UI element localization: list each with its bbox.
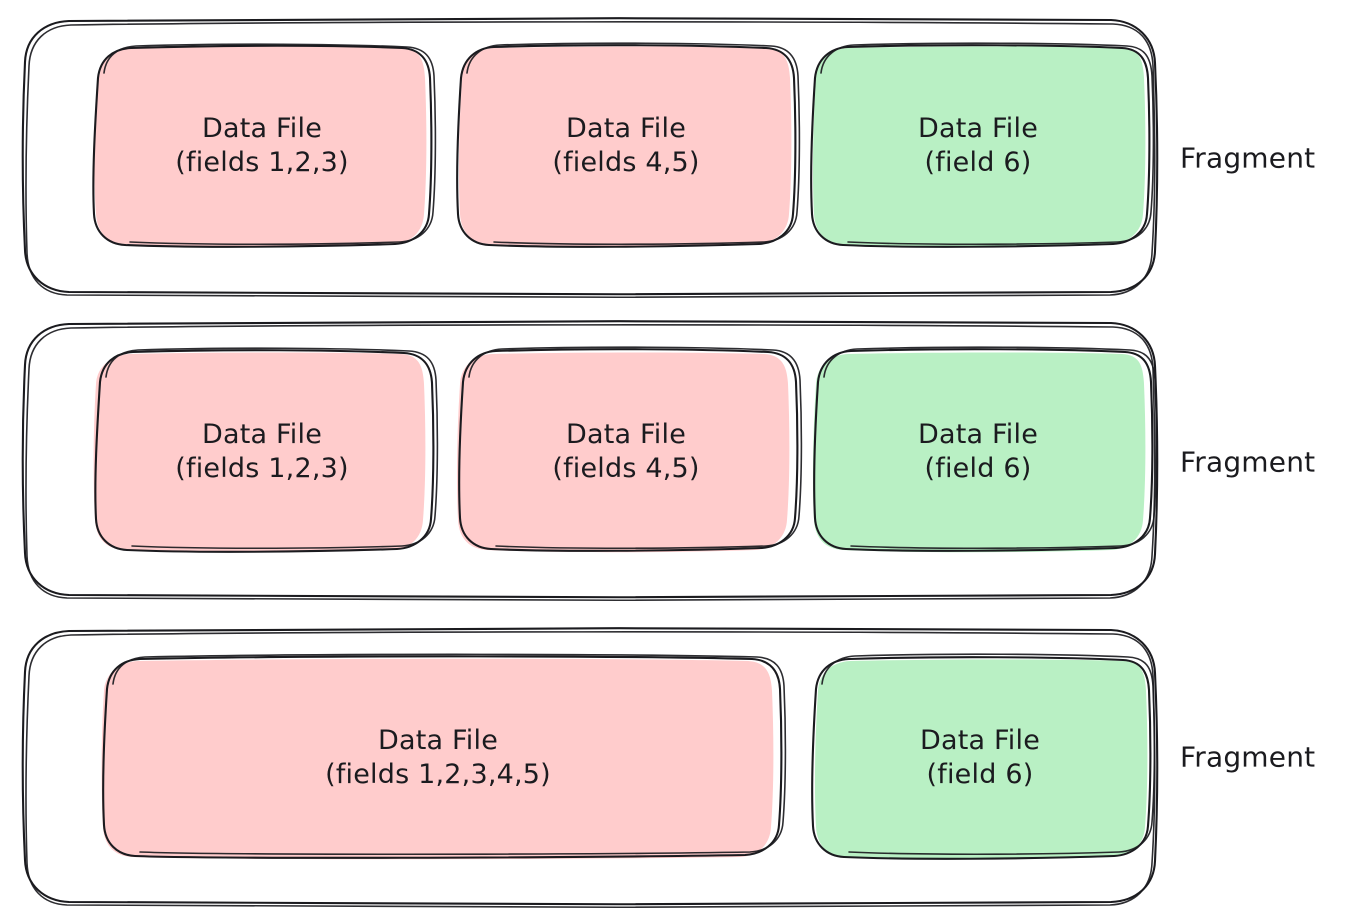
fragment-container-1[interactable]	[21, 17, 1159, 299]
data-file-box-1-2[interactable]	[456, 42, 801, 248]
data-file-box-1-1[interactable]	[92, 43, 437, 248]
fragment-container-2[interactable]	[21, 320, 1159, 602]
data-file-box-2-3[interactable]	[812, 346, 1158, 553]
data-file-box-2-1[interactable]	[93, 347, 439, 553]
data-file-box-2-2[interactable]	[456, 346, 803, 553]
data-file-box-3-2[interactable]	[811, 653, 1156, 860]
data-file-box-3-1[interactable]	[101, 653, 787, 860]
data-file-box-1-3[interactable]	[810, 42, 1155, 248]
fragment-container-3[interactable]	[21, 627, 1159, 909]
